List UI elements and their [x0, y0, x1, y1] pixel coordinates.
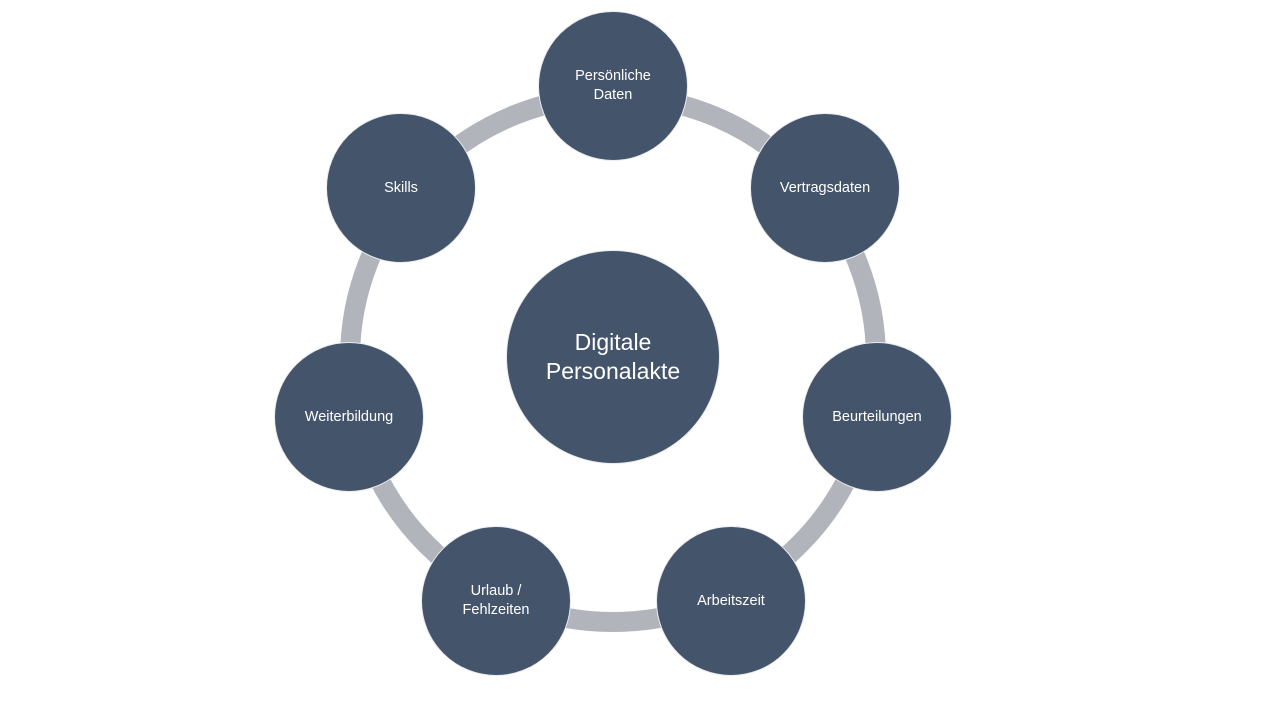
node-arbeitszeit: Arbeitszeit	[656, 526, 806, 676]
node-label: Beurteilungen	[832, 408, 922, 425]
center-label-line2: Personalakte	[545, 358, 681, 384]
center-node-digitale-personalakte: Digitale Personalakte	[506, 250, 720, 464]
node-weiterbildung: Weiterbildung	[274, 342, 424, 492]
node-persoenliche-daten: Persönliche Daten	[538, 11, 688, 161]
node-urlaub-fehlzeiten: Urlaub / Fehlzeiten	[421, 526, 571, 676]
node-label: Persönliche Daten	[575, 68, 651, 103]
node-label: Skills	[384, 179, 418, 196]
node-label: Vertragsdaten	[779, 179, 871, 196]
node-label: Arbeitszeit	[697, 592, 765, 609]
node-label: Urlaub / Fehlzeiten	[462, 583, 530, 618]
node-label: Weiterbildung	[304, 408, 394, 425]
center-label-line1: Digitale	[574, 329, 652, 355]
node-beurteilungen: Beurteilungen	[802, 342, 952, 492]
node-skills: Skills	[326, 113, 476, 263]
node-vertragsdaten: Vertragsdaten	[750, 113, 900, 263]
